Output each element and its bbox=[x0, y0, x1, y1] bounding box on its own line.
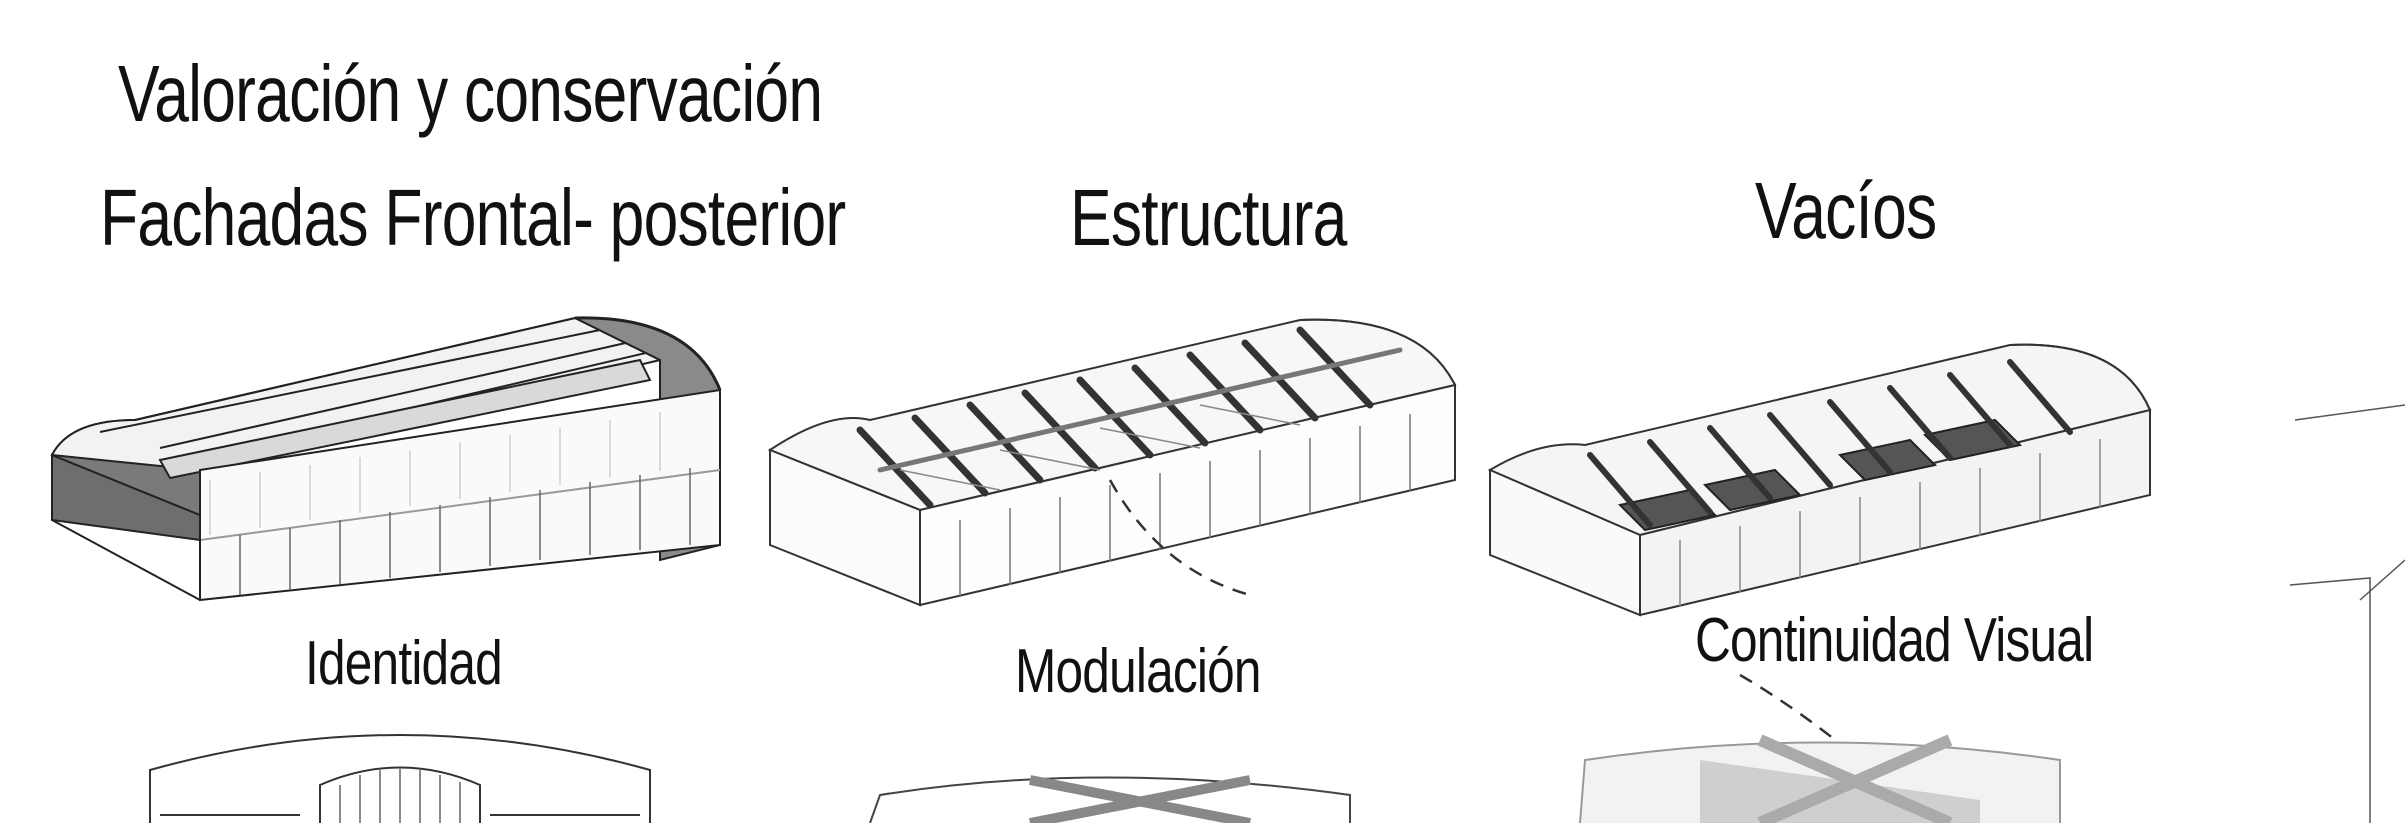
elevation-drawing-partial bbox=[149, 734, 651, 823]
building-vacios-axonometric bbox=[1487, 343, 2152, 761]
section-heading-vacios: Vacíos bbox=[1755, 166, 1937, 255]
plan-drawing-partial bbox=[869, 775, 1351, 823]
page-title: Valoración y conservación bbox=[118, 49, 823, 138]
section-heading-fachadas: Fachadas Frontal- posterior bbox=[100, 173, 846, 262]
cropped-drawing-right bbox=[2289, 404, 2405, 823]
caption-continuidad-visual: Continuidad Visual bbox=[1695, 606, 2094, 675]
void-plan-drawing-partial bbox=[1579, 734, 2061, 823]
caption-identidad: Identidad bbox=[305, 629, 503, 698]
caption-modulacion: Modulación bbox=[1015, 637, 1261, 706]
building-fachadas-axonometric bbox=[50, 316, 722, 602]
building-estructura-axonometric bbox=[767, 318, 1457, 607]
section-heading-estructura: Estructura bbox=[1070, 173, 1347, 262]
